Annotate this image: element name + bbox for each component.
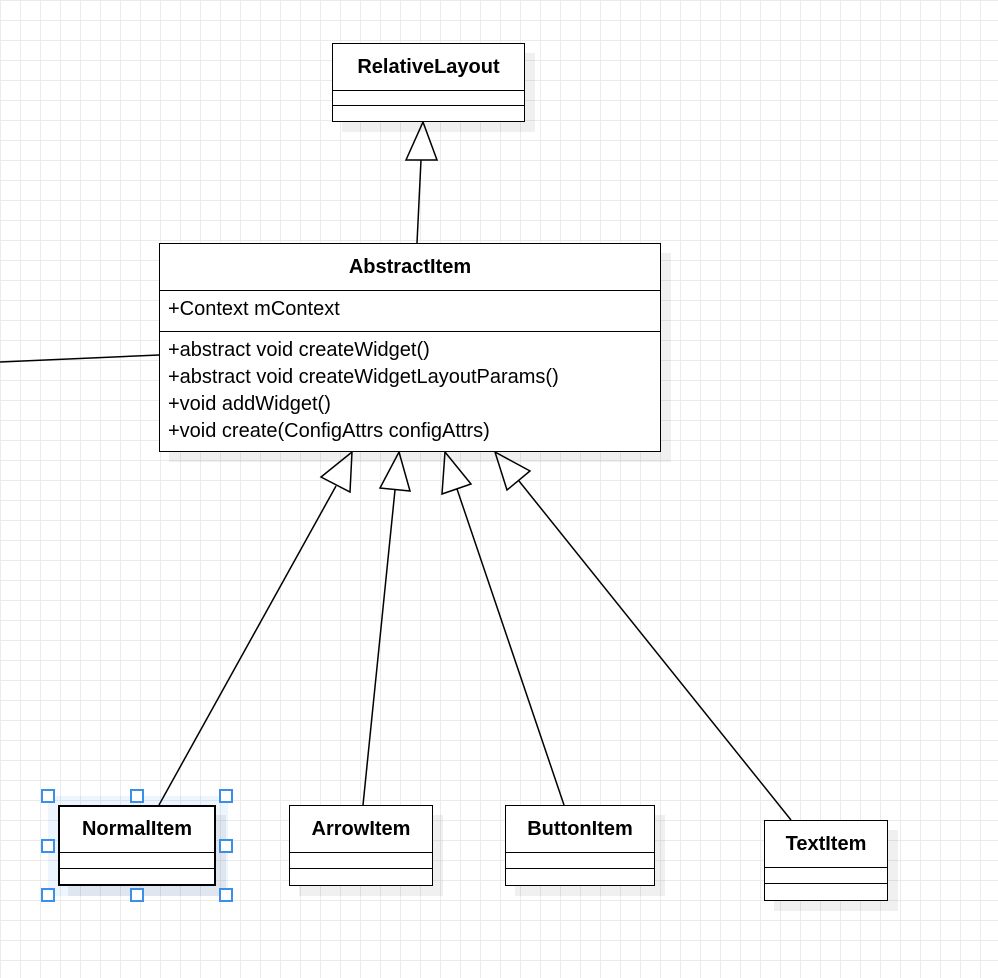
methods-compartment [333, 105, 524, 120]
class-buttonitem[interactable]: ButtonItem [505, 805, 655, 886]
class-textitem[interactable]: TextItem [764, 820, 888, 901]
resize-handle-bottom[interactable] [130, 888, 144, 902]
attributes-compartment [506, 852, 654, 868]
generalization-abstractitem-relativelayout[interactable] [404, 120, 439, 244]
method-row: +abstract void createWidget() [168, 339, 430, 361]
class-name: AbstractItem [348, 255, 472, 278]
method-row: +void create(ConfigAttrs configAttrs) [168, 420, 490, 442]
class-name: ArrowItem [311, 817, 411, 840]
methods-compartment [290, 868, 432, 884]
generalization-buttonitem-abstractitem[interactable] [441, 450, 565, 806]
class-name: TextItem [785, 832, 867, 855]
methods-compartment [60, 868, 214, 884]
class-name: RelativeLayout [357, 55, 500, 78]
attributes-compartment [333, 90, 524, 105]
resize-handle-top-right[interactable] [219, 789, 233, 803]
methods-compartment [506, 868, 654, 884]
attributes-compartment [290, 852, 432, 868]
attributes-compartment [765, 867, 887, 883]
resize-handle-left[interactable] [41, 839, 55, 853]
methods-compartment [765, 883, 887, 899]
class-relativelayout[interactable]: RelativeLayout [332, 43, 525, 122]
association-line[interactable] [0, 354, 160, 363]
resize-handle-bottom-right[interactable] [219, 888, 233, 902]
resize-handle-bottom-left[interactable] [41, 888, 55, 902]
method-row: +void addWidget() [168, 393, 331, 415]
resize-handle-top[interactable] [130, 789, 144, 803]
class-name: ButtonItem [527, 817, 633, 840]
resize-handle-right[interactable] [219, 839, 233, 853]
attributes-compartment [60, 852, 214, 868]
attribute-row: +Context mContext [168, 298, 340, 320]
class-arrowitem[interactable]: ArrowItem [289, 805, 433, 886]
method-row: +abstract void createWidgetLayoutParams(… [168, 366, 559, 388]
class-normalitem[interactable]: NormalItem [58, 805, 216, 886]
methods-compartment: +abstract void createWidget() +abstract … [160, 331, 660, 451]
class-name: NormalItem [81, 818, 193, 840]
generalization-textitem-abstractitem[interactable] [493, 450, 792, 821]
resize-handle-top-left[interactable] [41, 789, 55, 803]
class-abstractitem[interactable]: AbstractItem +Context mContext +abstract… [159, 243, 661, 452]
attributes-compartment: +Context mContext [160, 290, 660, 331]
generalization-normalitem-abstractitem[interactable] [158, 450, 353, 806]
generalization-arrowitem-abstractitem[interactable] [362, 449, 412, 806]
